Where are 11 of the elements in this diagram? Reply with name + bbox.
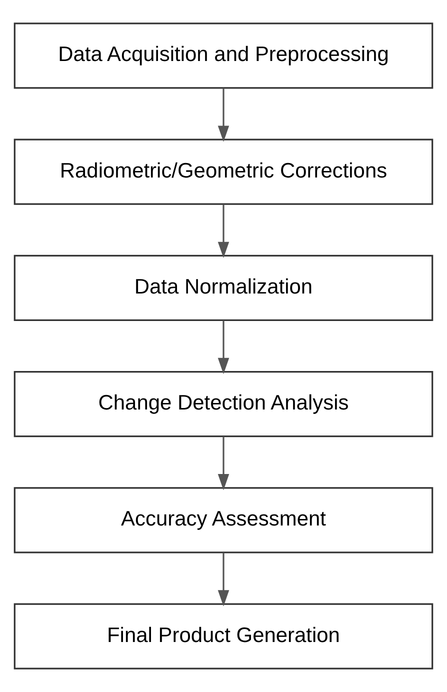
- node-box: Final Product Generation: [14, 603, 434, 670]
- node-box: Change Detection Analysis: [14, 371, 434, 438]
- arrow: [218, 552, 230, 606]
- arrow: [218, 436, 230, 490]
- node-box: Data Acquisition and Preprocessing: [14, 22, 434, 89]
- node-box: Accuracy Assessment: [14, 487, 434, 554]
- node-box: Radiometric/Geometric Corrections: [14, 138, 434, 205]
- arrow: [218, 88, 230, 142]
- node-box: Data Normalization: [14, 254, 434, 321]
- arrow: [218, 204, 230, 258]
- arrow: [218, 320, 230, 374]
